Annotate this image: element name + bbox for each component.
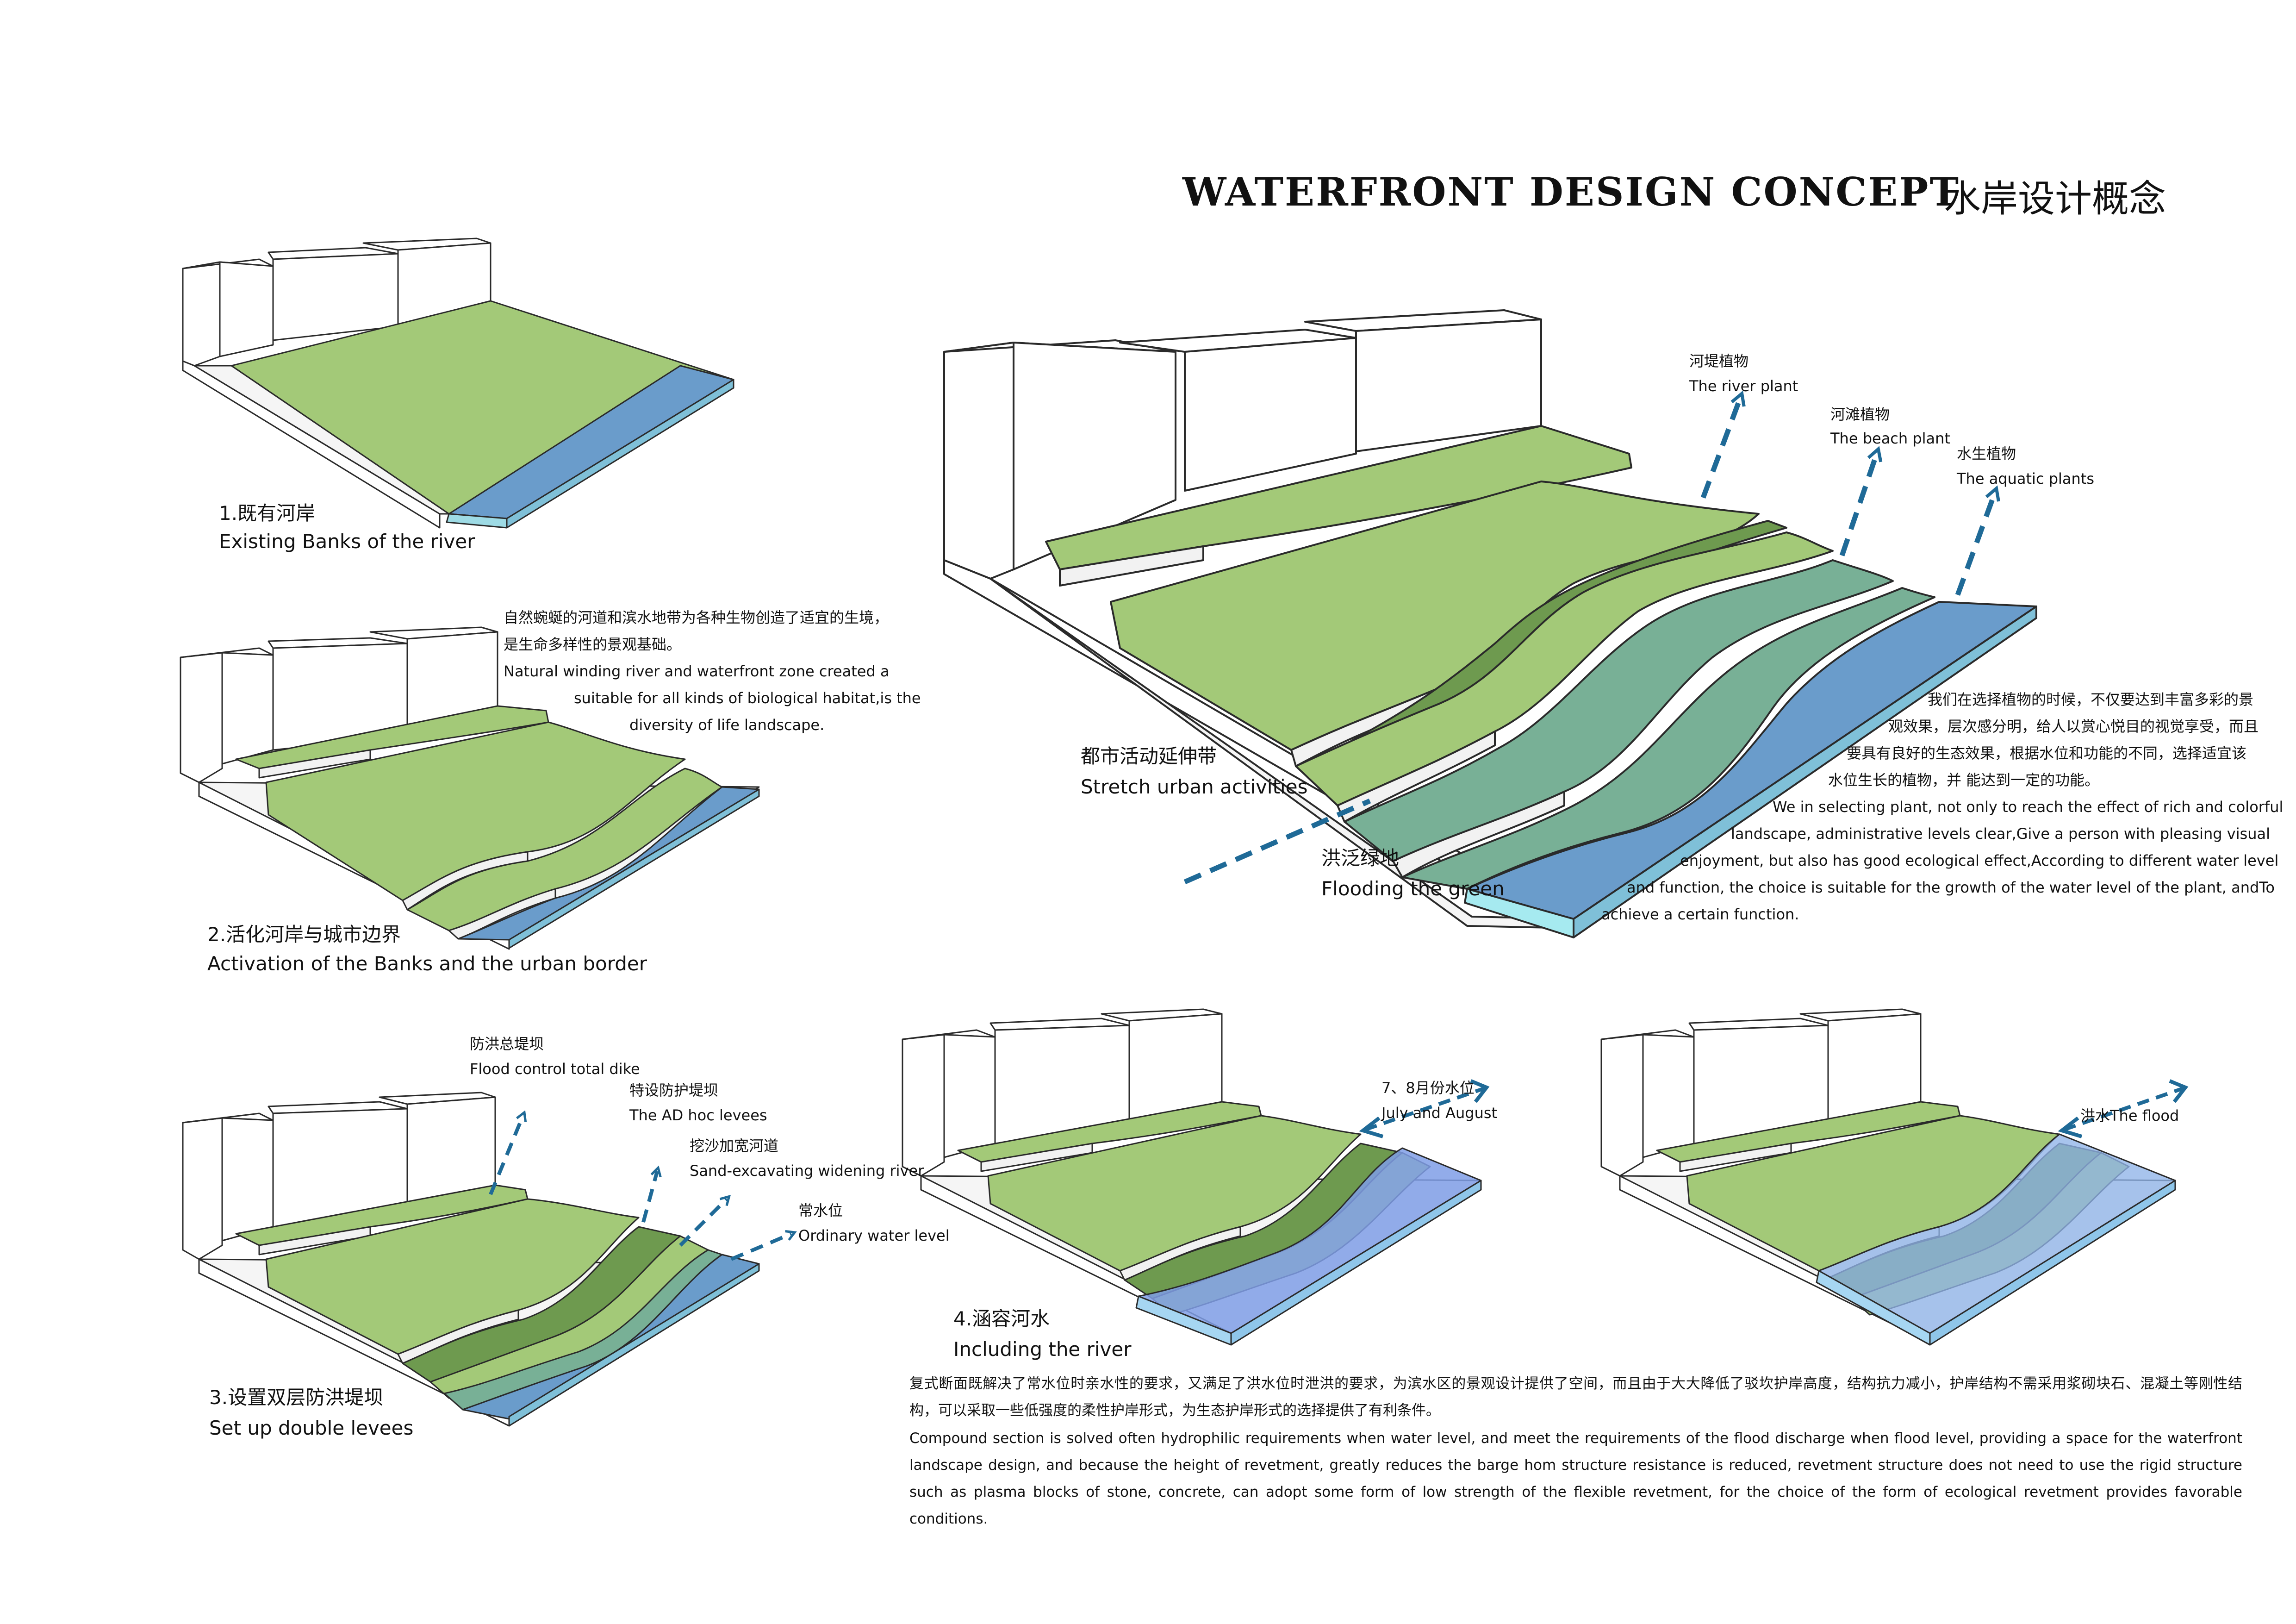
diagram-3-caption-en: Set up double levees xyxy=(209,1417,414,1439)
diagram-5-flood xyxy=(1600,1008,2176,1346)
main-note-line-1: 我们在选择植物的时候，不仅要达到丰富多彩的景 xyxy=(1928,691,2254,708)
diagram-2-note-line-3: Natural winding river and waterfront zon… xyxy=(504,662,890,680)
arrow-flooding-green xyxy=(1183,798,1371,885)
label-river-plant-cn: 河堤植物 xyxy=(1689,352,1749,370)
diagram-2-note-line-5: diversity of life landscape. xyxy=(629,716,825,734)
main-note-line-2: 观效果，层次感分明，给人以赏心悦目的视觉享受，而且 xyxy=(1888,718,2259,735)
diagram-4-arrow xyxy=(1359,1079,1490,1138)
bottom-paragraph-en: Compound section is solved often hydroph… xyxy=(909,1430,2242,1527)
diagram-2-caption-en: Activation of the Banks and the urban bo… xyxy=(207,952,647,975)
page-title: WATERFRONT DESIGN CONCEPT xyxy=(1182,169,1960,215)
diagram-1-caption-cn: 1.既有河岸 xyxy=(219,502,316,525)
label-july-august-en: July and August xyxy=(1381,1104,1498,1122)
diagram-2-note-line-2: 是生命多样性的景观基础。 xyxy=(504,636,682,653)
label-flood-green-en: Flooding the green xyxy=(1321,877,1505,900)
diagram-3-arrows xyxy=(489,1110,797,1261)
arrow-river-plant xyxy=(1700,390,1746,499)
diagram-5-arrow xyxy=(2058,1079,2189,1138)
diagram-4-including-river xyxy=(902,1008,1482,1346)
label-water-cn: 常水位 xyxy=(798,1202,843,1219)
label-aquatic-cn: 水生植物 xyxy=(1957,445,2016,462)
label-urban-en: Stretch urban activities xyxy=(1081,775,1308,798)
diagram-2-note-line-1: 自然蜿蜒的河道和滨水地带为各种生物创造了适宜的生境， xyxy=(504,609,889,626)
main-note-line-6: landscape, administrative levels clear,G… xyxy=(1731,825,2271,843)
label-levee-en: The AD hoc levees xyxy=(629,1106,767,1124)
arrow-aquatic-plants xyxy=(1955,485,2000,596)
label-water-en: Ordinary water level xyxy=(798,1227,950,1244)
arrow-beach-plant xyxy=(1839,446,1883,556)
label-widen-cn: 挖沙加宽河道 xyxy=(690,1137,779,1155)
diagram-1-caption-en: Existing Banks of the river xyxy=(219,530,475,553)
label-dike-en: Flood control total dike xyxy=(470,1060,640,1078)
diagram-2-activation xyxy=(180,626,760,950)
diagram-2-note-line-4: suitable for all kinds of biological hab… xyxy=(574,689,921,707)
diagram-3-caption-cn: 3.设置双层防洪堤坝 xyxy=(209,1386,384,1409)
annotation-arrows xyxy=(1700,390,2000,596)
label-july-august-cn: 7、8月份水位 xyxy=(1381,1079,1475,1097)
diagram-1-existing-banks xyxy=(182,237,734,529)
diagram-4-caption-en: Including the river xyxy=(953,1338,1132,1361)
diagram-2-caption-cn: 2.活化河岸与城市边界 xyxy=(207,923,401,946)
main-note-line-8: and function, the choice is suitable for… xyxy=(1627,879,2275,896)
label-beach-plant-en: The beach plant xyxy=(1830,430,1950,447)
label-widen-en: Sand-excavating widening river xyxy=(690,1162,924,1180)
diagram-4-caption-cn: 4.涵容河水 xyxy=(953,1307,1050,1330)
label-levee-cn: 特设防护堤坝 xyxy=(629,1081,719,1099)
label-urban-cn: 都市活动延伸带 xyxy=(1081,745,1217,768)
main-note-line-4: 水位生长的植物，并 能达到一定的功能。 xyxy=(1828,771,2100,789)
label-dike-cn: 防洪总堤坝 xyxy=(470,1035,544,1053)
page-title-cn: 水岸设计概念 xyxy=(1944,177,2166,220)
main-diagram-plants xyxy=(943,309,2037,938)
main-note-line-9: achieve a certain function. xyxy=(1601,906,1799,923)
label-flood-green-cn: 洪泛绿地 xyxy=(1321,847,1400,869)
main-note-line-7: enjoyment, but also has good ecological … xyxy=(1680,852,2279,869)
label-aquatic-en: The aquatic plants xyxy=(1957,470,2095,487)
label-river-plant-en: The river plant xyxy=(1689,377,1798,395)
diagram-3-levees xyxy=(182,1092,760,1427)
label-flood: 洪水The flood xyxy=(2080,1107,2179,1124)
label-beach-plant-cn: 河滩植物 xyxy=(1830,406,1890,423)
main-note-line-3: 要具有良好的生态效果，根据水位和功能的不同，选择适宜该 xyxy=(1847,744,2247,762)
bottom-paragraph-cn: 复式断面既解决了常水位时亲水性的要求，又满足了洪水位时泄洪的要求，为滨水区的景观… xyxy=(909,1375,2242,1419)
main-note-line-5: We in selecting plant, not only to reach… xyxy=(1773,798,2284,816)
